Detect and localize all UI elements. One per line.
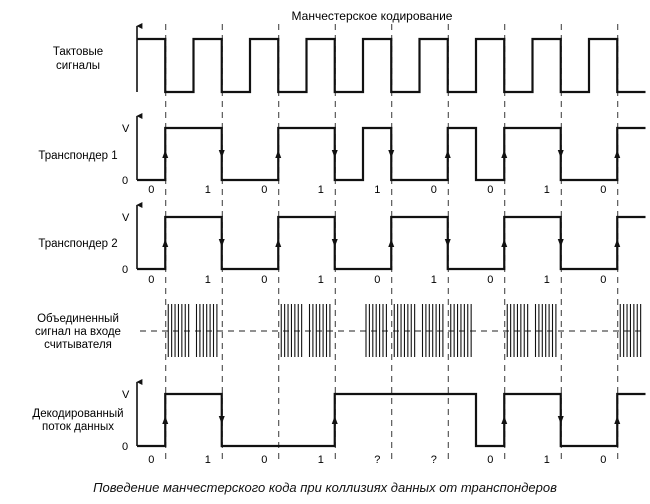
row-label: Объединенный: [37, 313, 119, 325]
bit-value: 0: [261, 454, 267, 466]
level-low-label: 0: [122, 264, 128, 276]
decoded-waveform: [137, 392, 646, 448]
row-label: Тактовые: [53, 46, 103, 58]
row-label: Транспондер 2: [38, 238, 117, 250]
row-label: Транспондер 1: [38, 150, 117, 162]
bit-value: 0: [148, 184, 154, 196]
bit-value: 1: [431, 274, 437, 286]
bit-value: 1: [544, 454, 550, 466]
level-high-label: V: [122, 212, 130, 224]
bit-value: 0: [600, 274, 606, 286]
manchester-waveform: [137, 126, 646, 182]
bit-value: ?: [374, 454, 380, 466]
row-label: сигнал на входе: [35, 326, 121, 338]
bit-value: 0: [148, 454, 154, 466]
row-label: сигналы: [56, 60, 100, 72]
bit-value: 1: [318, 184, 324, 196]
manchester-waveform: [137, 215, 646, 271]
bit-value: ?: [431, 454, 437, 466]
level-high-label: V: [122, 389, 130, 401]
figure-caption: Поведение манчестерского кода при коллиз…: [93, 480, 557, 495]
clock-row: Тактовые сигналы: [53, 23, 646, 94]
bit-value: 0: [261, 184, 267, 196]
transponder-2-row: Транспондер 2 V 0 0 1 0 1 0 1 0 1 0: [38, 202, 646, 286]
bit-value: 1: [544, 274, 550, 286]
bit-value: 0: [431, 184, 437, 196]
bit-value: 1: [374, 184, 380, 196]
bit-value: 0: [600, 454, 606, 466]
bit-value: 0: [600, 184, 606, 196]
bit-value: 0: [487, 184, 493, 196]
transponder-1-row: Транспондер 1 V 0 0 1 0 1 1 0 0 1 0: [38, 113, 646, 196]
row-label: считывателя: [44, 339, 112, 351]
bit-value: 1: [318, 454, 324, 466]
bit-period-dividers: [165, 24, 619, 462]
clock-waveform: [137, 37, 646, 94]
level-high-label: V: [122, 123, 130, 135]
bit-value: 0: [261, 274, 267, 286]
bit-value: 0: [374, 274, 380, 286]
row-label: Декодированный: [32, 408, 123, 420]
bit-value: 0: [487, 274, 493, 286]
bit-value: 0: [148, 274, 154, 286]
bit-value: 1: [544, 184, 550, 196]
level-low-label: 0: [122, 441, 128, 453]
diagram-title: Манчестерское кодирование: [292, 9, 453, 23]
bit-value: 1: [205, 274, 211, 286]
row-label: поток данных: [42, 421, 114, 433]
bit-value: 1: [318, 274, 324, 286]
bit-value: 1: [205, 454, 211, 466]
bit-value: 0: [487, 454, 493, 466]
bit-value: 1: [205, 184, 211, 196]
level-low-label: 0: [122, 175, 128, 187]
